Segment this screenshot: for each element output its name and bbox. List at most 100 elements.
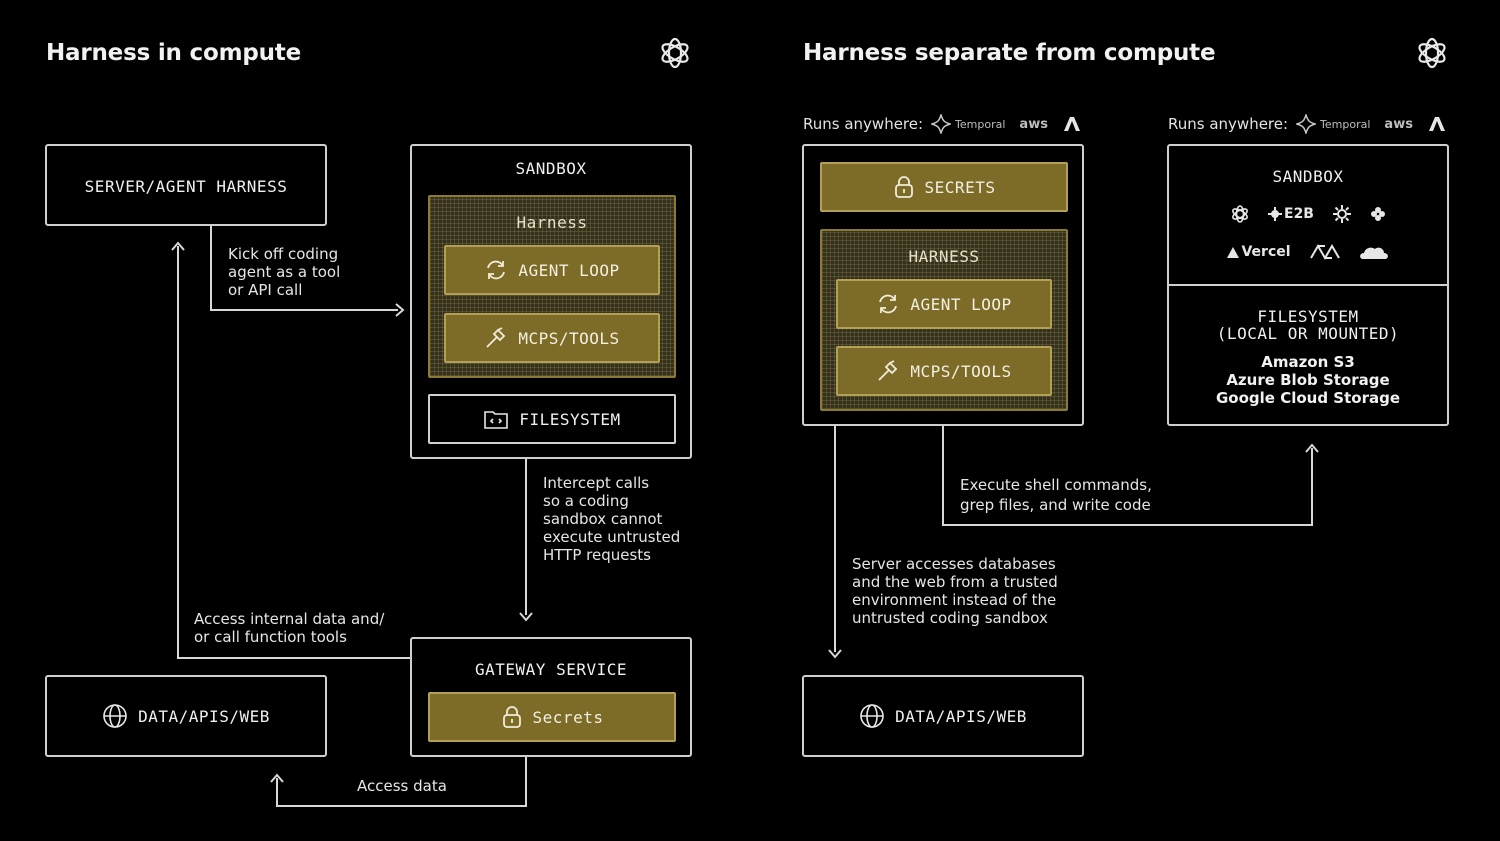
aws-logo: aws — [1019, 116, 1048, 132]
access-internal-connector-h — [177, 657, 410, 659]
e2b-logo: E2B — [1268, 206, 1314, 222]
sandbox-vendor-row-2: Vercel — [1169, 243, 1447, 261]
e2b-gear-icon — [1268, 207, 1282, 221]
hammer-icon — [876, 359, 900, 383]
right-secrets-label: SECRETS — [924, 177, 996, 197]
right-secrets-button: SECRETS — [820, 162, 1068, 212]
left-filesystem-label: FILESYSTEM — [519, 409, 621, 429]
anthropic-icon — [1428, 117, 1445, 131]
left-data-apis-web-box: DATA/APIS/WEB — [45, 675, 327, 757]
left-title: Harness in compute — [46, 40, 301, 66]
runs-anywhere-label: Runs anywhere: — [803, 115, 924, 133]
lock-icon — [501, 705, 523, 729]
access-data-connector-h — [276, 805, 527, 807]
right-data-apis-web-label: DATA/APIS/WEB — [895, 706, 1027, 726]
e2b-label: E2B — [1284, 206, 1314, 222]
aws-logo: aws — [1384, 116, 1413, 132]
filesystem-line1: FILESYSTEM — [1257, 307, 1359, 326]
modal-icon — [1309, 243, 1341, 261]
openai-logo-icon — [1414, 35, 1450, 71]
intercept-connector — [525, 459, 527, 615]
openai-icon — [1230, 204, 1250, 224]
temporal-icon — [931, 114, 952, 134]
server-access-note: Server accesses databases and the web fr… — [852, 555, 1058, 627]
kickoff-connector-h — [210, 309, 398, 311]
vercel-label: Vercel — [1241, 244, 1291, 260]
right-harness-label: HARNESS — [908, 247, 980, 266]
right-data-apis-web-box: DATA/APIS/WEB — [802, 675, 1084, 757]
vercel-triangle-icon — [1227, 246, 1240, 258]
access-data-connector-up — [276, 778, 278, 807]
access-internal-note: Access internal data and/ or call functi… — [194, 610, 385, 646]
arrow-up-icon — [1305, 442, 1319, 454]
filesystem-line2: (LOCAL OR MOUNTED) — [1216, 324, 1400, 343]
folder-code-icon — [483, 408, 509, 430]
right-agent-loop-button: AGENT LOOP — [836, 279, 1052, 329]
gateway-secrets-label: Secrets — [532, 707, 604, 727]
right-agent-loop-label: AGENT LOOP — [910, 294, 1012, 314]
left-harness-panel: Harness AGENT LOOP MCPS/TOOLS — [428, 195, 676, 378]
execute-connector-up — [1311, 448, 1313, 526]
right-mcps-tools-label: MCPS/TOOLS — [910, 361, 1012, 381]
left-sandbox-label: SANDBOX — [515, 159, 587, 178]
access-data-connector — [525, 757, 527, 807]
left-mcps-tools-button: MCPS/TOOLS — [444, 313, 660, 363]
globe-icon — [102, 703, 128, 729]
lock-icon — [893, 175, 915, 199]
refresh-icon — [876, 293, 900, 315]
arrow-up-icon — [270, 772, 284, 784]
left-filesystem-box: FILESYSTEM — [428, 394, 676, 444]
left-data-apis-web-label: DATA/APIS/WEB — [138, 706, 270, 726]
server-agent-harness-box: SERVER/AGENT HARNESS — [45, 144, 327, 226]
temporal-label: Temporal — [955, 117, 1006, 131]
arrow-up-icon — [171, 240, 185, 252]
arrow-down-icon — [828, 648, 842, 660]
left-harness-label: Harness — [516, 213, 588, 232]
gateway-service-label: GATEWAY SERVICE — [475, 660, 627, 679]
temporal-logo: Temporal — [931, 114, 1005, 134]
vercel-logo: Vercel — [1227, 244, 1291, 260]
arrow-right-icon — [394, 303, 406, 317]
execute-connector-h — [942, 524, 1313, 526]
runs-anywhere-label: Runs anywhere: — [1168, 115, 1289, 133]
left-agent-loop-button: AGENT LOOP — [444, 245, 660, 295]
gateway-secrets-button: Secrets — [428, 692, 676, 742]
globe-icon — [859, 703, 885, 729]
temporal-logo: Temporal — [1296, 114, 1370, 134]
refresh-icon — [484, 259, 508, 281]
runs-anywhere-row-sandbox: Runs anywhere: Temporal aws — [1168, 114, 1445, 134]
storage-google-cloud: Google Cloud Storage — [1216, 389, 1400, 407]
right-sandbox-label: SANDBOX — [1272, 167, 1344, 186]
openai-logo-icon — [657, 35, 693, 71]
temporal-label: Temporal — [1320, 117, 1371, 131]
right-sandbox-box: SANDBOX E2B Vercel FILESYSTEM (LOCAL OR … — [1167, 144, 1449, 426]
server-agent-harness-label: SERVER/AGENT HARNESS — [84, 177, 288, 196]
hammer-icon — [484, 326, 508, 350]
anthropic-icon — [1063, 117, 1080, 131]
right-harness-panel: HARNESS AGENT LOOP MCPS/TOOLS — [820, 229, 1068, 411]
storage-amazon-s3: Amazon S3 — [1261, 353, 1355, 371]
flower-icon — [1370, 206, 1386, 222]
left-sandbox-box: SANDBOX Harness AGENT LOOP MCPS/TOOLS — [410, 144, 692, 459]
storage-azure-blob: Azure Blob Storage — [1226, 371, 1390, 389]
execute-connector — [942, 426, 944, 526]
left-mcps-tools-label: MCPS/TOOLS — [518, 328, 620, 348]
kickoff-note: Kick off coding agent as a tool or API c… — [228, 245, 341, 299]
gear-icon — [1332, 204, 1352, 224]
execute-note: Execute shell commands, grep files, and … — [960, 476, 1152, 514]
sandbox-divider — [1169, 284, 1447, 286]
gateway-service-box: GATEWAY SERVICE Secrets — [410, 637, 692, 757]
cloudflare-icon — [1359, 244, 1389, 260]
arrow-down-icon — [519, 611, 533, 623]
kickoff-connector — [210, 226, 212, 310]
right-mcps-tools-button: MCPS/TOOLS — [836, 346, 1052, 396]
sandbox-vendor-row-1: E2B — [1169, 204, 1447, 224]
access-data-note: Access data — [357, 777, 447, 795]
temporal-icon — [1296, 114, 1317, 134]
intercept-note: Intercept calls so a coding sandbox cann… — [543, 474, 681, 564]
access-internal-connector — [177, 246, 179, 659]
left-agent-loop-label: AGENT LOOP — [518, 260, 620, 280]
right-title: Harness separate from compute — [803, 40, 1216, 66]
right-harness-box: SECRETS HARNESS AGENT LOOP MCPS/TOOLS — [802, 144, 1084, 426]
runs-anywhere-row-harness: Runs anywhere: Temporal aws — [803, 114, 1080, 134]
